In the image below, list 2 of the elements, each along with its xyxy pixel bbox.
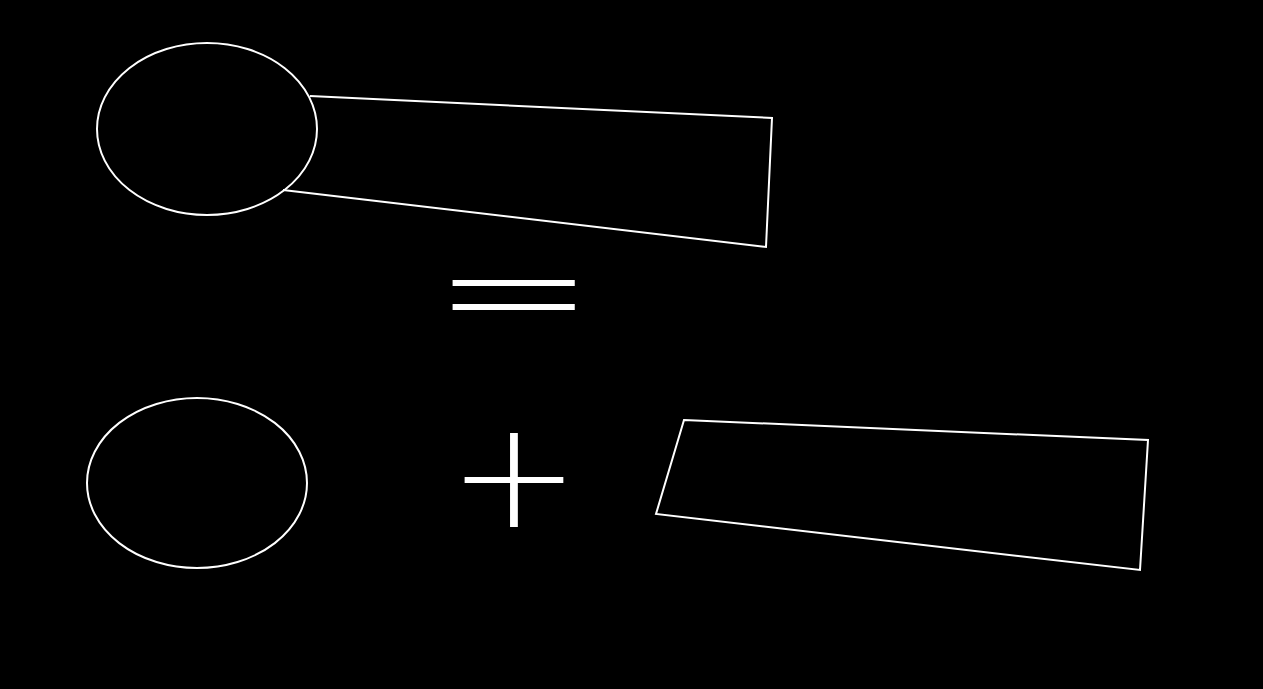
- plus-sign: +: [448, 400, 580, 550]
- equals-sign: =: [432, 215, 596, 365]
